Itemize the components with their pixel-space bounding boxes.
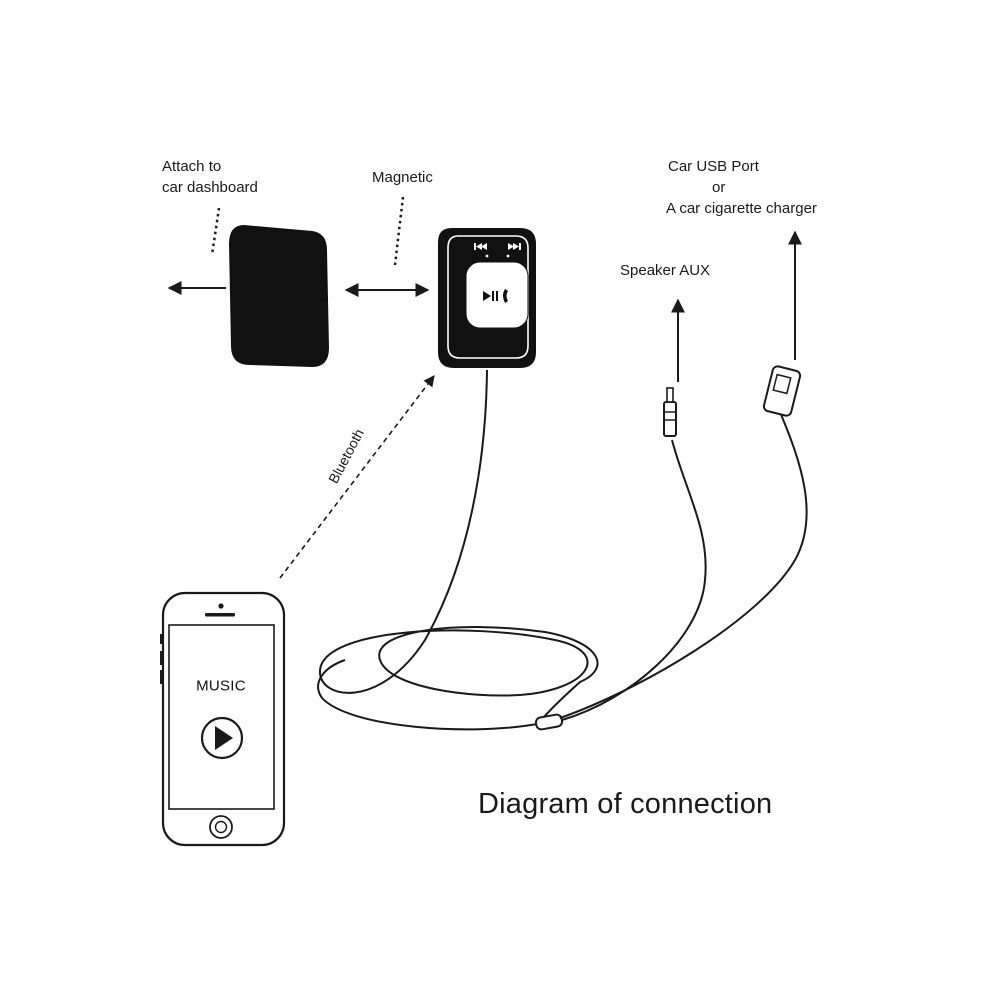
dashboard-mount-plate: [228, 224, 330, 368]
aux-plug: [663, 387, 677, 437]
attach-leader-dots: [210, 207, 221, 256]
play-pause-phone-icon: [483, 289, 508, 303]
home-button-icon: [209, 815, 233, 839]
bluetooth-receiver: [438, 228, 536, 368]
phone-music-text: MUSIC: [196, 677, 246, 695]
usb-plug: [762, 365, 802, 417]
magnetic-label: Magnetic: [372, 169, 433, 186]
attach-dashboard-label: Attach to car dashboard: [162, 158, 258, 196]
prev-icon: [474, 243, 487, 250]
receiver-cable: [318, 369, 599, 723]
next-icon: [508, 243, 521, 250]
smartphone: [160, 591, 286, 847]
bluetooth-dashed-arrow: [279, 375, 435, 579]
play-icon: [200, 716, 244, 760]
diagram-title: Diagram of connection: [478, 788, 773, 820]
magnetic-leader-dots: [393, 196, 405, 266]
aux-branch-cable: [561, 439, 707, 721]
splitter-tail: [317, 659, 538, 731]
cable-splitter: [534, 713, 564, 731]
usb-branch-cable: [559, 411, 808, 719]
speaker-aux-label: Speaker AUX: [620, 262, 711, 279]
usb-charger-label: Car USB Port or A car cigarette charger: [666, 158, 817, 217]
